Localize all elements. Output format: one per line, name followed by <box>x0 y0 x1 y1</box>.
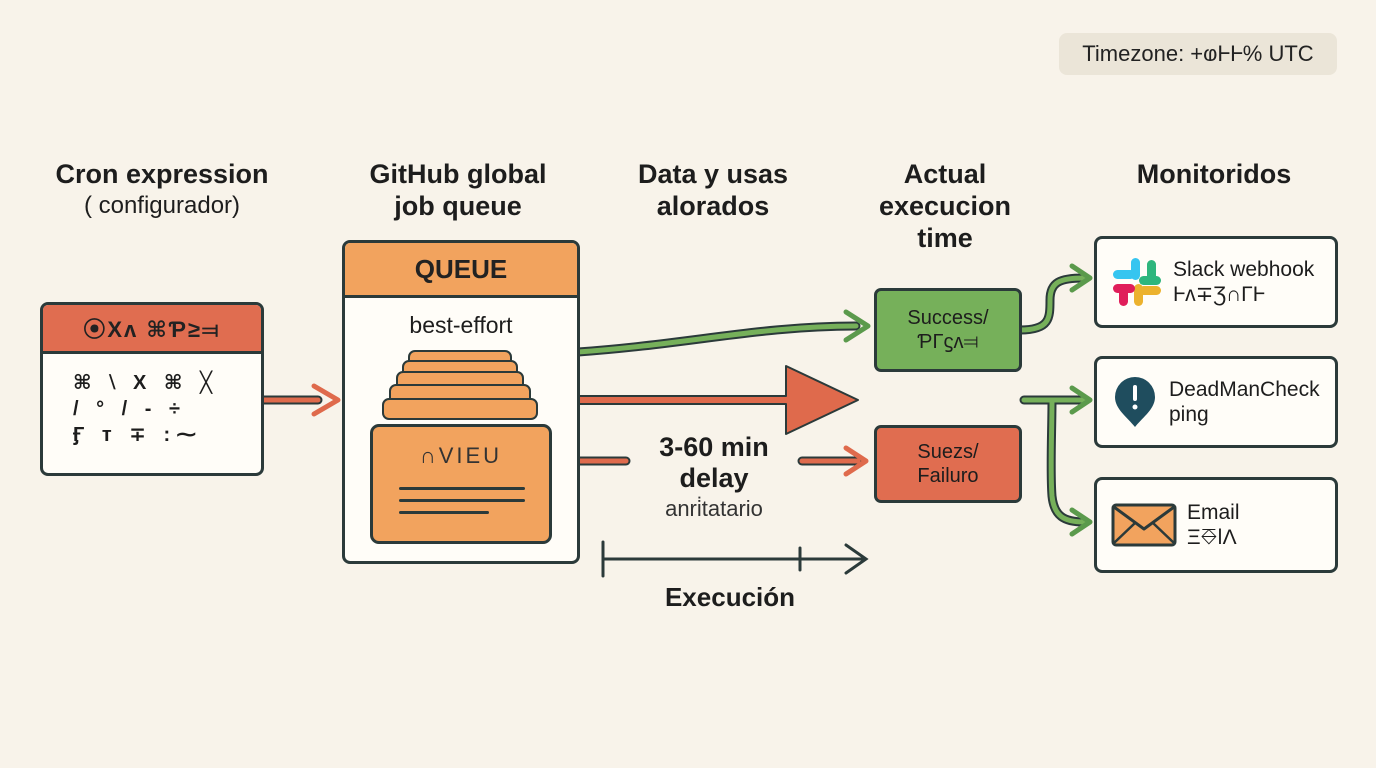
alert-pin-icon <box>1115 377 1155 427</box>
actual-title-line-3: time <box>917 223 973 253</box>
slack-sublabel: Ⱶʌ∓Ʒ∩ΓⱵ <box>1173 283 1265 306</box>
delay-title-line-1: Data y usas <box>637 159 789 189</box>
deadmancheck-card: DeadManCheck ping <box>1094 356 1338 448</box>
queue-tray-stack <box>382 398 538 420</box>
queue-title-line-1: GitHub global <box>369 159 547 189</box>
failure-sublabel: Failuro <box>917 465 979 487</box>
delay-to-failure-arrow <box>797 445 869 477</box>
slack-label: Slack webhook <box>1173 258 1315 281</box>
actual-title-line-2: execucion <box>878 191 1012 221</box>
cron-column-heading: Cron expression ( configurador) <box>40 158 284 222</box>
queue-big-red-arrow <box>577 365 859 435</box>
fanout-to-monitors-arrows <box>1019 385 1093 537</box>
failure-label: Suezs/ <box>917 441 979 463</box>
envelope-icon <box>1111 503 1177 547</box>
email-label: Email <box>1187 501 1240 524</box>
deadman-label: DeadManCheck <box>1169 378 1320 401</box>
email-card: Email Ξ⎑ǀΛ <box>1094 477 1338 573</box>
success-status-box: Success/ ƤΓϛʌ⫤ <box>874 288 1022 372</box>
delay-note: anri̇tatario <box>665 496 763 521</box>
cron-field-row-3: Ӻ т ∓ :⁓ <box>73 424 203 446</box>
success-to-slack-arrow <box>1015 263 1093 335</box>
delay-title-line-2: alorados <box>656 191 770 221</box>
cron-field-row-2: / ° / - ÷ <box>73 398 186 420</box>
cron-subtitle: ( configurador) <box>83 192 241 219</box>
cron-expression-card: ⦿Xʌ ⌘Ƥ≥⫤ ⌘ ⧵ X ⌘ ╳ / ° / - ÷ Ӻ т ∓ :⁓ <box>40 302 264 476</box>
queue-column-heading: GitHub global job queue <box>340 158 576 222</box>
success-label: Success/ <box>907 307 989 329</box>
slack-icon <box>1113 258 1161 306</box>
delay-column-heading: Data y usas alorados <box>603 158 823 222</box>
deadman-sublabel: ping <box>1169 403 1209 426</box>
slack-webhook-card: Slack webhook Ⱶʌ∓Ʒ∩ΓⱵ <box>1094 236 1338 328</box>
email-sublabel: Ξ⎑ǀΛ <box>1187 526 1237 549</box>
cron-title: Cron expression <box>55 159 269 189</box>
tray-text-line <box>399 499 525 502</box>
monitor-title: Monitoridos <box>1136 159 1292 189</box>
queue-title-line-2: job queue <box>394 191 522 221</box>
queue-tray-label: ∩VIEU <box>419 443 503 468</box>
cron-card-header: ⦿Xʌ ⌘Ƥ≥⫤ <box>43 305 261 354</box>
monitor-column-heading: Monitoridos <box>1104 158 1324 190</box>
actual-title-line-1: Actual <box>903 159 987 189</box>
actual-column-heading: Actual execucion time <box>856 158 1034 254</box>
delay-value-line-2: delay <box>679 463 749 493</box>
execution-label: Execución <box>664 582 796 612</box>
delay-block: 3-60 min delay anri̇tatario <box>626 432 802 524</box>
timezone-badge: Timezone: +ⱷⱵⱵ% UTC <box>1059 33 1337 75</box>
cron-field-row-1: ⌘ ⧵ X ⌘ ╳ <box>73 372 219 394</box>
queue-tray-front: ∩VIEU <box>370 424 552 544</box>
queue-card-header: QUEUE <box>345 243 577 298</box>
tray-text-line <box>399 487 525 490</box>
execution-timeline <box>601 540 869 578</box>
delay-value-line-1: 3-60 min <box>659 432 769 462</box>
queue-card-subtitle: best-effort <box>409 312 513 338</box>
queue-to-success-arrow <box>573 309 871 357</box>
cron-to-queue-arrow <box>257 383 341 417</box>
success-sublabel: ƤΓϛʌ⫤ <box>917 331 979 353</box>
failure-status-box: Suezs/ Failuro <box>874 425 1022 503</box>
tray-text-line <box>399 511 489 514</box>
